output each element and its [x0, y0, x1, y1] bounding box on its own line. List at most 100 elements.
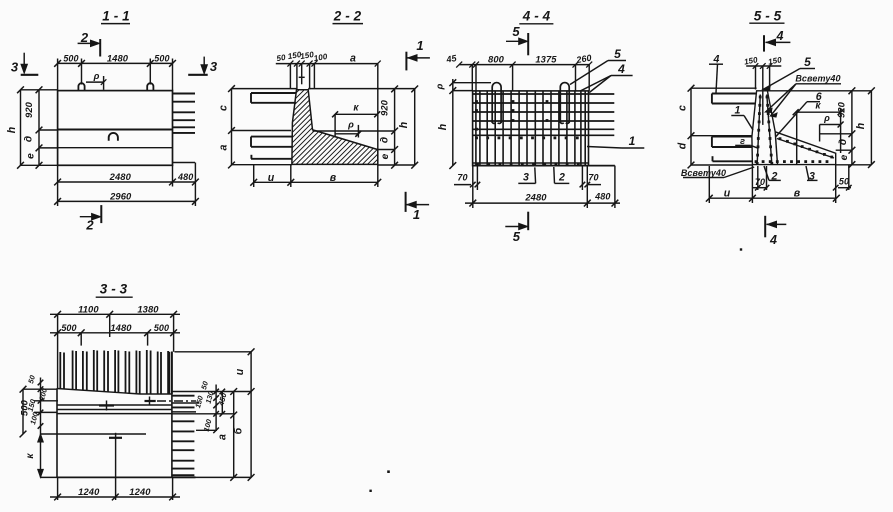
svg-text:3 - 3: 3 - 3 [100, 282, 128, 297]
svg-text:д: д [24, 136, 35, 142]
svg-text:4: 4 [713, 54, 720, 66]
svg-text:50: 50 [276, 53, 287, 64]
svg-text:1375: 1375 [535, 54, 557, 65]
svg-text:100: 100 [28, 411, 40, 425]
svg-text:5: 5 [512, 24, 520, 39]
svg-text:и: и [724, 187, 731, 199]
svg-text:150: 150 [767, 55, 782, 66]
svg-text:4 - 4: 4 - 4 [522, 9, 551, 24]
svg-text:д: д [838, 139, 849, 145]
svg-text:50: 50 [199, 380, 210, 390]
svg-text:5: 5 [804, 55, 811, 69]
svg-text:1480: 1480 [110, 322, 132, 333]
svg-text:в: в [794, 187, 801, 199]
svg-text:2: 2 [558, 172, 565, 184]
svg-text:150: 150 [26, 398, 38, 412]
svg-text:2480: 2480 [109, 171, 132, 182]
svg-text:a: a [217, 434, 229, 440]
svg-text:100: 100 [313, 52, 328, 63]
svg-text:3: 3 [210, 59, 218, 74]
svg-text:500: 500 [154, 323, 169, 333]
svg-text:200: 200 [37, 387, 49, 402]
svg-text:70: 70 [588, 173, 598, 183]
svg-text:c: c [218, 105, 230, 111]
svg-text:c: c [677, 105, 689, 111]
svg-text:1480: 1480 [107, 53, 129, 64]
svg-text:e: e [380, 153, 391, 159]
svg-text:4: 4 [617, 62, 625, 76]
svg-text:150: 150 [300, 50, 315, 61]
svg-text:e: e [26, 153, 37, 159]
svg-text:800: 800 [488, 54, 505, 65]
svg-text:2: 2 [85, 218, 94, 233]
svg-text:2960: 2960 [109, 190, 132, 201]
svg-text:920: 920 [836, 101, 847, 118]
svg-text:h: h [398, 121, 410, 128]
svg-text:70: 70 [755, 177, 765, 187]
svg-text:1100: 1100 [78, 303, 99, 314]
svg-text:260: 260 [575, 53, 593, 66]
svg-text:100: 100 [202, 418, 214, 432]
svg-text:1240: 1240 [78, 486, 100, 497]
svg-text:920: 920 [23, 101, 34, 118]
svg-text:920: 920 [378, 99, 389, 116]
svg-text:500: 500 [19, 399, 30, 416]
svg-text:45: 45 [445, 53, 459, 65]
svg-text:50: 50 [839, 177, 849, 187]
svg-text:ρ: ρ [823, 112, 830, 123]
svg-text:450: 450 [216, 391, 228, 407]
svg-text:150: 150 [743, 55, 758, 66]
svg-text:h: h [855, 122, 867, 129]
svg-text:a: a [350, 52, 356, 64]
svg-text:2: 2 [771, 171, 778, 183]
svg-text:1: 1 [413, 207, 420, 222]
svg-text:4: 4 [775, 29, 783, 43]
svg-text:70: 70 [457, 173, 467, 183]
svg-text:h: h [6, 126, 18, 133]
svg-text:500: 500 [154, 54, 169, 64]
svg-text:d: d [677, 142, 689, 149]
svg-text:1: 1 [416, 38, 423, 53]
svg-text:150: 150 [287, 50, 302, 61]
svg-text:3: 3 [11, 60, 19, 75]
svg-text:50: 50 [26, 374, 37, 384]
svg-text:130: 130 [204, 390, 216, 404]
svg-text:500: 500 [63, 54, 78, 64]
svg-text:к: к [815, 101, 821, 112]
svg-text:5 - 5: 5 - 5 [754, 8, 782, 23]
svg-text:e: e [839, 154, 850, 160]
svg-text:ρ: ρ [93, 71, 100, 82]
svg-text:б: б [233, 427, 245, 434]
svg-text:480: 480 [177, 172, 193, 182]
svg-text:Всвету40: Всвету40 [795, 74, 840, 84]
svg-text:ρ: ρ [434, 83, 445, 90]
svg-text:2: 2 [80, 30, 89, 45]
svg-text:5: 5 [513, 229, 521, 244]
svg-text:3: 3 [523, 172, 529, 184]
svg-text:и: и [234, 368, 246, 375]
svg-text:к: к [353, 103, 359, 114]
svg-text:1380: 1380 [137, 303, 159, 314]
svg-text:1 - 1: 1 - 1 [102, 9, 130, 24]
svg-text:2 - 2: 2 - 2 [333, 9, 362, 24]
svg-text:г: г [740, 135, 745, 146]
svg-text:500: 500 [61, 323, 76, 333]
svg-text:к: к [25, 453, 36, 459]
svg-text:д: д [380, 137, 391, 143]
svg-text:150: 150 [193, 395, 205, 409]
svg-text:3: 3 [809, 171, 815, 183]
svg-text:2480: 2480 [524, 192, 547, 203]
svg-text:1: 1 [629, 134, 636, 148]
svg-text:480: 480 [594, 192, 610, 202]
svg-text:Всвету40: Всвету40 [681, 168, 726, 178]
svg-text:5: 5 [614, 47, 621, 61]
svg-text:h: h [437, 123, 449, 130]
svg-text:4: 4 [769, 233, 777, 247]
svg-text:и: и [268, 172, 275, 184]
svg-text:a: a [218, 145, 230, 151]
svg-text:1: 1 [735, 105, 741, 117]
svg-text:в: в [330, 172, 337, 184]
svg-text:6: 6 [816, 91, 822, 103]
svg-text:ρ: ρ [347, 119, 354, 130]
svg-text:1240: 1240 [129, 486, 151, 497]
